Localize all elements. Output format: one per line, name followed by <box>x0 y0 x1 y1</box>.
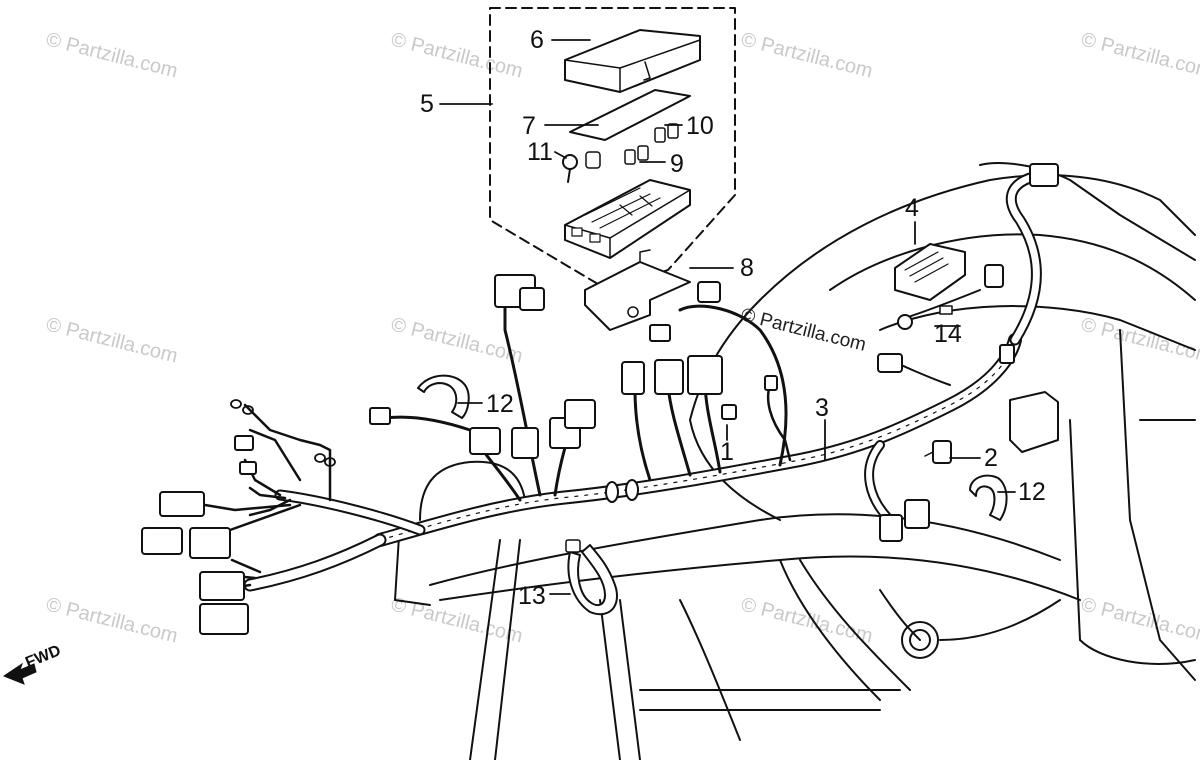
callout-1: 1 <box>720 438 734 466</box>
callout-5: 5 <box>420 90 434 118</box>
watermark-text: © Partzilla.com <box>1079 594 1200 648</box>
small-wire-part <box>877 289 981 386</box>
harness-connectors <box>369 274 723 459</box>
watermark-text: © Partzilla.com <box>739 29 875 83</box>
watermark-text: © Partzilla.com <box>44 314 180 368</box>
switch-part <box>924 440 952 464</box>
harness-band-left <box>417 374 470 419</box>
fwd-label: FWD <box>23 642 63 671</box>
watermark-text: © Partzilla.com <box>44 594 180 648</box>
rear-connector-block <box>999 344 1059 453</box>
callout-9: 9 <box>670 150 684 178</box>
front-connector-cluster <box>141 399 336 635</box>
relay-part <box>721 375 792 462</box>
callout-12-left: 12 <box>486 390 514 418</box>
leader-lines <box>439 39 1016 595</box>
fuse-box-screw <box>562 151 601 183</box>
fuse-box-label-sheet <box>569 89 691 141</box>
fwd-arrow-icon <box>2 662 37 685</box>
harness-band-bottom <box>565 539 618 615</box>
fuse-box-base <box>564 179 691 259</box>
watermark-text: © Partzilla.com <box>1079 314 1200 368</box>
fuse-box-cover <box>564 29 701 93</box>
callout-8: 8 <box>740 254 754 282</box>
callout-11: 11 <box>527 138 553 166</box>
callout-labels: 6 5 7 10 11 9 8 12 4 14 3 1 2 12 13 <box>420 26 1046 610</box>
callout-6: 6 <box>530 26 544 54</box>
callout-3: 3 <box>815 394 829 422</box>
regulator-unit <box>894 243 1004 301</box>
callout-7: 7 <box>522 112 536 140</box>
callout-2: 2 <box>984 444 998 472</box>
watermark-text: © Partzilla.com <box>389 29 525 83</box>
fuse-box-bracket <box>584 249 691 331</box>
callout-4: 4 <box>905 194 919 222</box>
callout-13: 13 <box>518 582 546 610</box>
main-wire-harness <box>243 163 1059 592</box>
callout-10: 10 <box>686 112 714 140</box>
watermark-text: © Partzilla.com <box>739 594 875 648</box>
fuse-box-group-border <box>489 7 736 291</box>
fuse-box-assembly <box>489 7 736 291</box>
watermark-text: © Partzilla.com <box>44 29 180 83</box>
callout-12-right: 12 <box>1018 478 1046 506</box>
motorcycle-frame <box>394 162 1196 760</box>
callout-14: 14 <box>934 320 962 348</box>
spare-fuse <box>624 123 679 165</box>
forward-direction-indicator: FWD <box>2 642 63 685</box>
harness-band-right <box>969 474 1008 521</box>
watermark-text: © Partzilla.com <box>1079 29 1200 83</box>
